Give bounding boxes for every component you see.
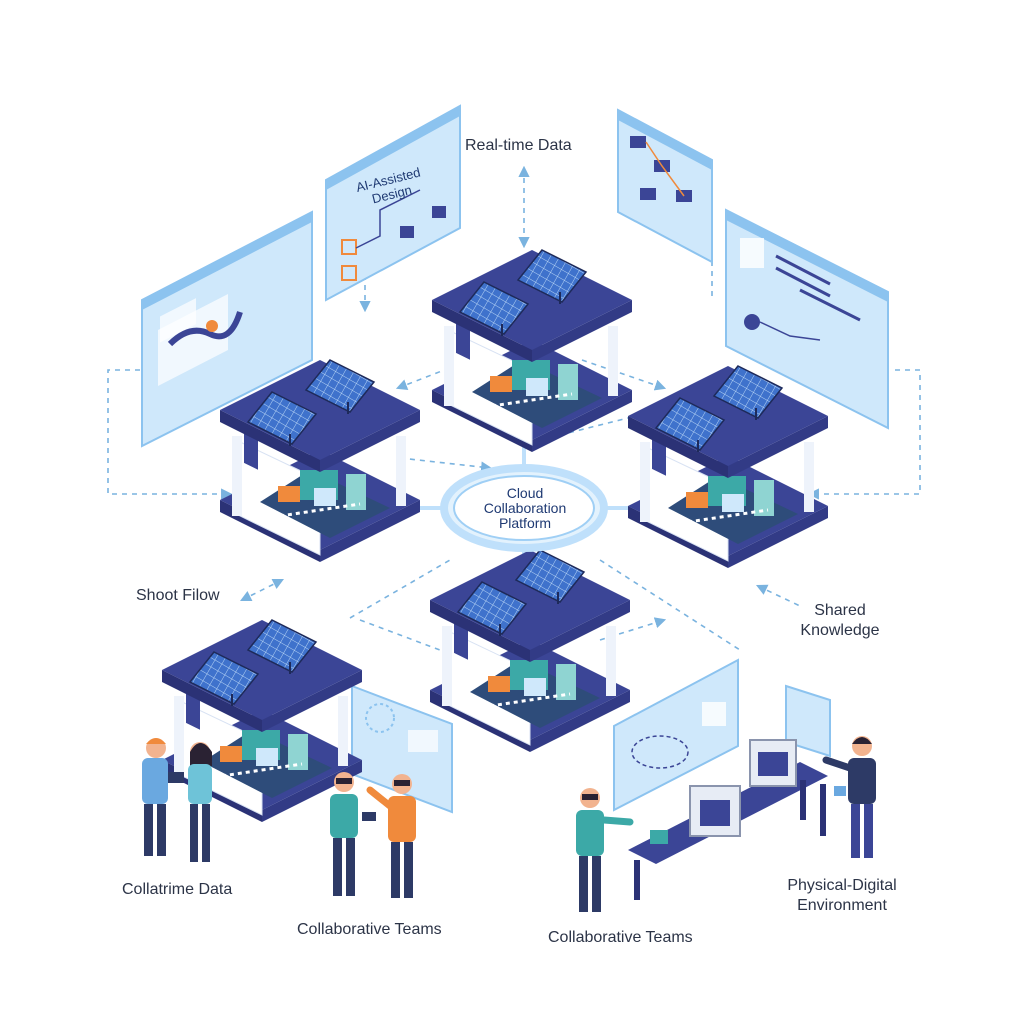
hub-label: Cloud Collaboration Platform <box>455 486 595 531</box>
person-orange-cap-tablet <box>142 738 184 856</box>
label-shared-knowledge: Shared Knowledge <box>790 601 890 641</box>
factory-right <box>626 364 830 570</box>
label-physical-digital-environment: Physical-Digital Environment <box>772 876 912 916</box>
screen-top-right-flowchart <box>617 108 713 264</box>
hub-line2: Collaboration <box>483 500 567 516</box>
arrow-shoot-flow <box>239 578 285 602</box>
cloud-collaboration-hub <box>440 464 608 552</box>
shared-knowledge-line2: Knowledge <box>800 622 880 639</box>
arrow-top-factory-right <box>581 359 667 391</box>
person-orange-vr <box>366 774 416 898</box>
phys-dig-line2: Environment <box>797 897 887 914</box>
arrow-bottom-factory-left <box>359 619 441 651</box>
shared-knowledge-line1: Shared <box>814 602 866 619</box>
arrow-top-right-screen <box>659 221 713 300</box>
arrow-left-loop <box>107 369 233 500</box>
arrow-shared-knowledge <box>755 584 801 607</box>
hub-line3: Platform <box>498 515 552 531</box>
screen-lower-right <box>613 658 739 812</box>
factory-top <box>430 248 634 454</box>
person-teal-vr-right <box>576 788 634 912</box>
arrow-hub-lower-right <box>599 559 741 651</box>
person-navy-right <box>822 736 876 858</box>
arrow-hub-right-factory <box>537 414 641 444</box>
screen-left-robot-arm <box>141 96 313 448</box>
arrow-right-loop <box>807 369 921 500</box>
label-collatrime-data: Collatrime Data <box>122 881 233 898</box>
arrow-left-factory-hub <box>399 457 493 473</box>
label-realtime-data: Real-time Data <box>465 137 572 154</box>
screen-right-dashboard <box>725 208 889 430</box>
label-collaborative-teams-right: Collaborative Teams <box>548 929 693 946</box>
label-shoot-flow: Shoot Filow <box>136 587 220 604</box>
screen-ai-assisted-design <box>325 104 461 302</box>
person-woman-left <box>188 742 212 862</box>
hub-line1: Cloud <box>506 485 544 501</box>
workstation-3d-printers <box>628 739 828 900</box>
label-collaborative-teams-left: Collaborative Teams <box>297 921 442 938</box>
phys-dig-line1: Physical-Digital <box>787 877 897 894</box>
screen-far-right-small <box>785 684 831 758</box>
person-teal-vr-left <box>330 772 376 896</box>
factory-bottom <box>428 548 632 754</box>
screen-lower-middle <box>351 684 453 814</box>
